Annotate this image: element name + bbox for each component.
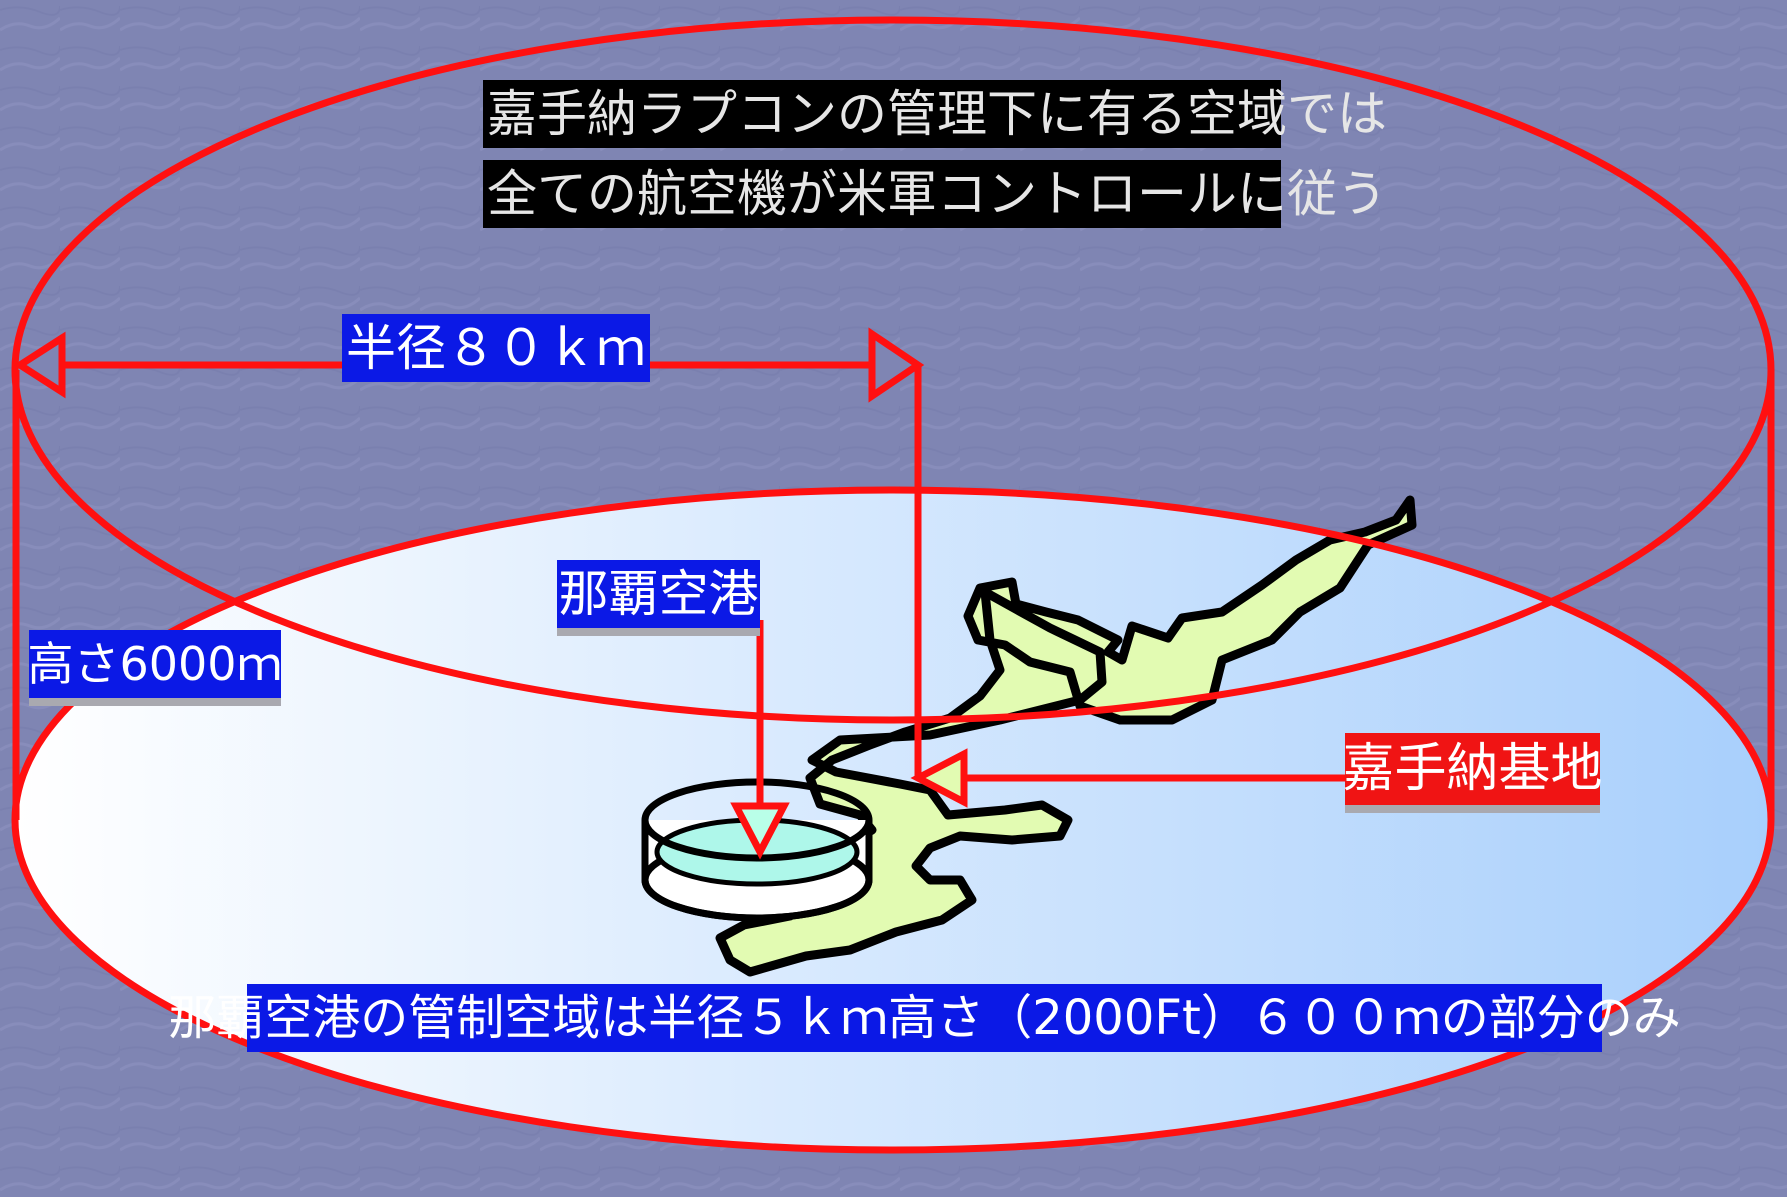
radius-arrow [13, 327, 925, 778]
radius-label: 半径８０ｋｍ [342, 314, 650, 382]
naha-airport-arrow [730, 620, 790, 860]
height-label: 高さ6000ｍ [27, 630, 283, 698]
okinawa-island-shape [715, 495, 1417, 977]
naha-airport-label: 那覇空港 [557, 560, 760, 628]
title-line-1: 嘉手納ラプコンの管理下に有る空域では [483, 80, 1387, 148]
ground-boundary [11, 486, 1775, 1154]
title-line-2: 全ての航空機が米軍コントロールに従う [483, 160, 1387, 228]
kadena-arrow [910, 748, 1345, 808]
naha-control-zone-label: 那覇空港の管制空域は半径５ｋｍ高さ（2000Ft）６００ｍの部分のみ [168, 984, 1681, 1052]
kadena-base-label: 嘉手納基地 [1343, 733, 1603, 805]
